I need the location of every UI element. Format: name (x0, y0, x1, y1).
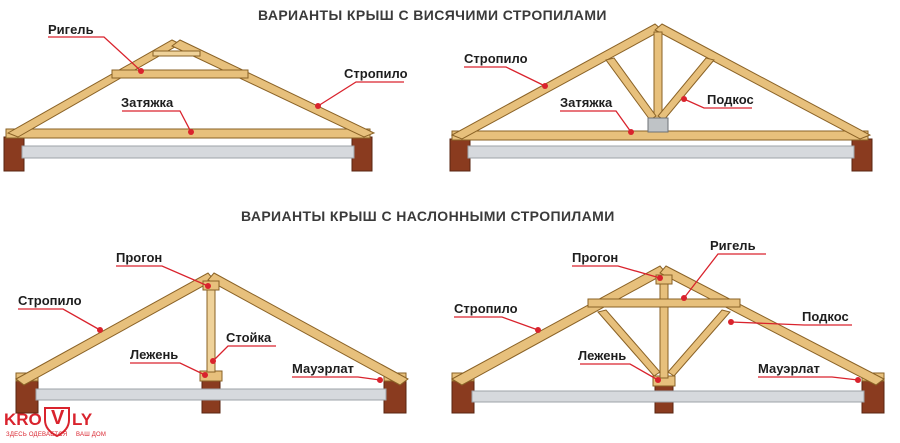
dot-stropilo-4 (535, 327, 541, 333)
dot-progon-4 (657, 275, 663, 281)
leader-lezhen-4 (580, 363, 659, 381)
dot-rigel-1 (138, 68, 144, 74)
collar-tie (111, 69, 249, 79)
ceiling-slab (471, 390, 865, 403)
logo-emblem-letter: V (51, 407, 65, 429)
rafter-left (450, 265, 667, 386)
joint-plate (647, 117, 669, 133)
ceiling-slab (35, 388, 387, 401)
label-podkos-4: Подкос (802, 309, 849, 324)
ceiling-slab (21, 145, 355, 159)
leader-mauerlat-4 (758, 376, 859, 381)
rafter-right (171, 39, 376, 138)
leader-stropilo-1 (317, 81, 404, 107)
label-stropilo-4: Стропило (454, 301, 518, 316)
label-rigel-4: Ригель (710, 238, 756, 253)
leader-stropilo-4 (454, 316, 539, 331)
logo-tagline-left: ЗДЕСЬ ОДЕВАЕТСЯ (6, 432, 68, 438)
strut-left (597, 309, 661, 377)
label-zatyazhka-1: Затяжка (121, 95, 174, 110)
diagram-layered-full: Прогон Ригель Стропило Подкос Лежень Мау… (450, 238, 885, 414)
leader-podkos-2 (683, 98, 752, 109)
diagram-layered-post: Прогон Стропило Стойка Лежень Мауэрлат (15, 250, 409, 414)
logo-part2: LY (72, 410, 93, 429)
dot-rigel-4 (681, 295, 687, 301)
leader-lezhen-3 (130, 362, 206, 376)
dot-stropilo-3 (97, 327, 103, 333)
logo-tagline-right: ВАШ ДОМ (76, 432, 107, 438)
leader-stropilo-2 (464, 66, 546, 87)
dot-podkos-4 (728, 319, 734, 325)
post (659, 277, 669, 379)
heading-hanging-rafters: ВАРИАНТЫ КРЫШ С ВИСЯЧИМИ СТРОПИЛАМИ (258, 7, 607, 23)
dot-stropilo-2 (542, 83, 548, 89)
wall-left (3, 136, 25, 172)
ceiling-slab (467, 145, 855, 159)
dot-mauerlat-3 (377, 377, 383, 383)
dot-mauerlat-4 (855, 377, 861, 383)
rafter-right (654, 23, 872, 140)
leader-zatyazhka-1 (122, 110, 192, 133)
leader-zatyazhka-2 (560, 110, 632, 133)
dot-progon-3 (205, 283, 211, 289)
strut-left (605, 57, 657, 121)
ridge-purlin (655, 274, 673, 285)
leader-progon-3 (116, 265, 209, 287)
dot-lezhen-4 (655, 377, 661, 383)
strut-right (657, 57, 715, 121)
dot-zatyazhka-1 (188, 129, 194, 135)
label-podkos-2: Подкос (707, 92, 754, 107)
label-stropilo-1: Стропило (344, 66, 408, 81)
diagram-hanging-kingpost: Стропило Затяжка Подкос (449, 23, 873, 172)
wall-right (851, 138, 873, 172)
wall-left (449, 138, 471, 172)
label-progon-4: Прогон (572, 250, 618, 265)
heading-layered-rafters: ВАРИАНТЫ КРЫШ С НАСЛОННЫМИ СТРОПИЛАМИ (241, 208, 615, 224)
dot-stropilo-1 (315, 103, 321, 109)
ridge-purlin (202, 280, 220, 291)
rafter-right (659, 265, 885, 386)
king-post (653, 31, 663, 125)
dot-lezhen-3 (202, 372, 208, 378)
label-stropilo-3: Стропило (18, 293, 82, 308)
tie-beam (5, 128, 371, 139)
label-mauerlat-4: Мауэрлат (758, 361, 820, 376)
leader-rigel-1 (48, 36, 142, 72)
label-lezhen-4: Лежень (578, 348, 626, 363)
leader-stoika-3 (212, 345, 276, 362)
logo-part1: KRO (4, 410, 42, 429)
collar-tie (587, 298, 741, 308)
tie-beam (451, 130, 869, 141)
label-rigel-1: Ригель (48, 22, 94, 37)
label-stropilo-2: Стропило (464, 51, 528, 66)
label-mauerlat-3: Мауэрлат (292, 361, 354, 376)
label-zatyazhka-2: Затяжка (560, 95, 613, 110)
leader-podkos-4 (730, 321, 852, 326)
logo-emblem (44, 407, 70, 438)
leader-progon-4 (572, 265, 661, 279)
dot-stoika-3 (210, 358, 216, 364)
rafter-right (207, 272, 409, 386)
strut-right (667, 309, 731, 377)
dot-zatyazhka-2 (628, 129, 634, 135)
dot-podkos-2 (681, 96, 687, 102)
leader-stropilo-3 (18, 308, 101, 331)
leader-mauerlat-3 (292, 376, 381, 381)
ridge-board (152, 50, 201, 57)
diagram-hanging-rigel: Ригель Стропило Затяжка (3, 22, 408, 172)
rafter-left (15, 272, 215, 386)
logo-shield-icon (44, 407, 70, 438)
wall-right (351, 136, 373, 172)
label-stoika-3: Стойка (226, 330, 272, 345)
label-progon-3: Прогон (116, 250, 162, 265)
label-lezhen-3: Лежень (130, 347, 178, 362)
leader-rigel-4 (683, 253, 766, 299)
